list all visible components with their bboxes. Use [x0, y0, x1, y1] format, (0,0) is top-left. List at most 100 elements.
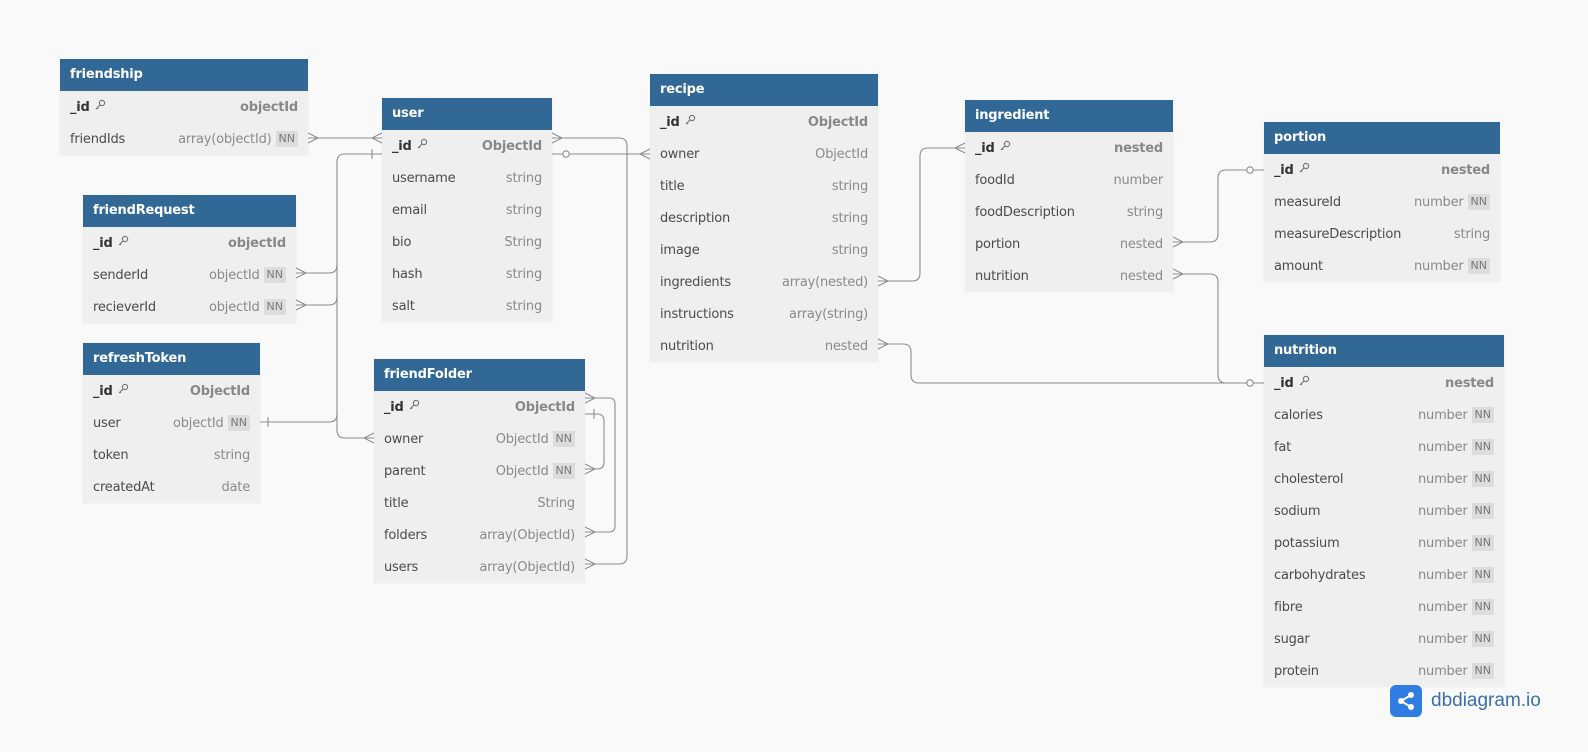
- field-name: sugar: [1274, 632, 1418, 647]
- field-type: number: [1417, 471, 1468, 487]
- table-header[interactable]: recipe: [650, 74, 878, 106]
- field-name-text: _id: [1274, 375, 1294, 391]
- table-header[interactable]: friendRequest: [83, 195, 296, 227]
- table-header[interactable]: ingredient: [965, 100, 1173, 132]
- field-name-text: amount: [1274, 258, 1323, 274]
- key-icon: [1294, 375, 1310, 391]
- field-name: createdAt: [93, 480, 221, 495]
- key-icon: [1294, 162, 1310, 178]
- table-header[interactable]: user: [382, 98, 552, 130]
- table-header[interactable]: friendship: [60, 59, 308, 91]
- brand-logo[interactable]: dbdiagram.io: [1390, 684, 1541, 718]
- table-header[interactable]: refreshToken: [83, 343, 260, 375]
- field-name: salt: [392, 299, 506, 314]
- field-name-text: cholesterol: [1274, 471, 1344, 487]
- field-name-text: owner: [384, 431, 424, 447]
- field-name: user: [93, 416, 173, 431]
- field-type: string: [1126, 204, 1163, 220]
- not-null-badge: NN: [1471, 471, 1494, 487]
- field-name-text: fat: [1274, 439, 1292, 455]
- field-name-text: sodium: [1274, 503, 1321, 519]
- field-name-text: _id: [70, 99, 90, 115]
- field-name-text: _id: [384, 399, 404, 415]
- not-null-badge: NN: [1471, 663, 1494, 679]
- field-type: date: [221, 479, 250, 495]
- field-name-text: description: [660, 210, 731, 226]
- field-type: nested: [1441, 162, 1490, 178]
- field-name: measureDescription: [1274, 227, 1454, 242]
- field-type: string: [505, 298, 542, 314]
- field-name-text: bio: [392, 234, 412, 250]
- field-type: number: [1417, 663, 1468, 679]
- crow-foot: [584, 558, 597, 570]
- table-header[interactable]: nutrition: [1264, 335, 1504, 367]
- field-name-text: _id: [975, 140, 995, 156]
- crow-foot: [584, 526, 597, 538]
- table-header[interactable]: friendFolder: [374, 359, 585, 391]
- field-name-text: user: [93, 415, 121, 431]
- table-header[interactable]: portion: [1264, 122, 1500, 154]
- crow-foot: [877, 338, 890, 350]
- field-name-text: _id: [93, 383, 113, 399]
- field-name: _id: [1274, 375, 1445, 391]
